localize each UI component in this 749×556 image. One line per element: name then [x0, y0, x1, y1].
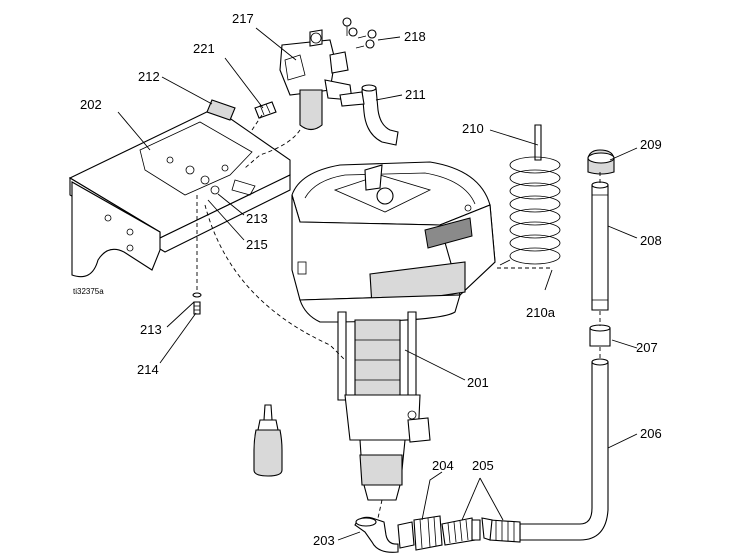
callout-212: 212	[138, 69, 160, 84]
warning-label	[206, 99, 236, 121]
fitting	[254, 101, 277, 119]
pump-unit	[291, 161, 496, 501]
connection-lines	[196, 114, 601, 519]
callout-206: 206	[640, 426, 662, 441]
callout-215: 215	[246, 237, 268, 252]
suction-tube	[519, 358, 609, 541]
oil-bottle	[253, 404, 283, 477]
callout-211: 211	[405, 87, 426, 102]
callout-210a: 210a	[526, 305, 555, 320]
callout-218: 218	[404, 29, 426, 44]
coiled-hose	[499, 124, 561, 266]
mounting-bracket	[68, 107, 291, 278]
elbow-fitting	[339, 84, 399, 146]
callout-213-top: 213	[246, 211, 268, 226]
callout-210: 210	[462, 121, 484, 136]
leader-lines	[117, 27, 638, 541]
regulator-assembly	[279, 29, 353, 131]
callout-209: 209	[640, 137, 662, 152]
callout-213-bottom: 213	[140, 322, 162, 337]
cap	[587, 149, 615, 175]
callout-201: 201	[467, 375, 489, 390]
hose-fittings	[441, 517, 521, 546]
callout-202: 202	[80, 97, 102, 112]
callout-221: 221	[193, 41, 215, 56]
callout-217: 217	[232, 11, 254, 26]
figure-id: ti32375a	[73, 287, 104, 296]
callout-204: 204	[432, 458, 454, 473]
screw-and-washer	[192, 292, 202, 315]
nipple-fitting	[397, 515, 443, 551]
callout-208: 208	[640, 233, 662, 248]
elbow	[354, 516, 399, 553]
callout-207: 207	[636, 340, 658, 355]
coupling	[589, 324, 611, 347]
callout-203: 203	[313, 533, 335, 548]
callout-214: 214	[137, 362, 159, 377]
pipe	[591, 181, 609, 311]
callout-205: 205	[472, 458, 494, 473]
screws	[342, 17, 377, 49]
